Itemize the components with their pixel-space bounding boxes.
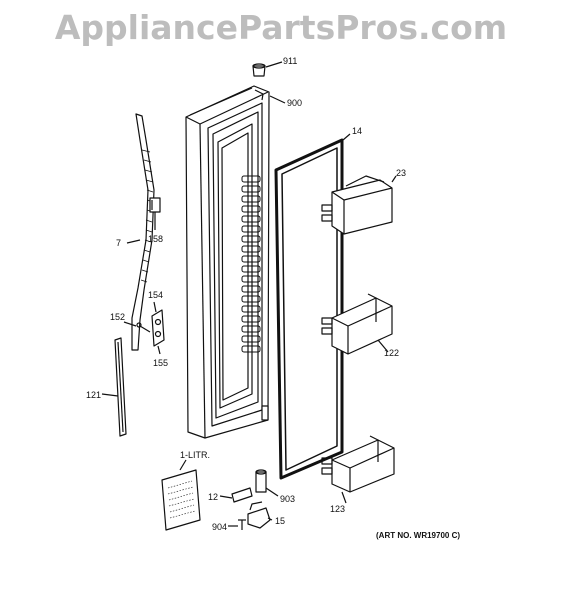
- part-7-handle: [126, 113, 155, 351]
- label-904: 904: [212, 522, 227, 532]
- part-911-cap: [252, 61, 283, 77]
- label-155: 155: [153, 358, 168, 368]
- label-121: 121: [86, 390, 101, 400]
- part-1-litr-literature: [161, 459, 201, 531]
- label-152: 152: [110, 312, 125, 322]
- label-23: 23: [396, 168, 406, 178]
- label-122: 122: [384, 348, 399, 358]
- part-904-screw: [228, 519, 246, 530]
- part-900-door-shell: [185, 85, 286, 439]
- part-903-pin: [255, 469, 279, 497]
- part-158-clip: [149, 197, 161, 230]
- label-123: 123: [330, 504, 345, 514]
- part-23-door-bin-top: [321, 175, 397, 235]
- label-1-litr: 1-LITR.: [180, 450, 210, 460]
- label-14: 14: [352, 126, 362, 136]
- label-903: 903: [280, 494, 295, 504]
- label-15: 15: [275, 516, 285, 526]
- label-154: 154: [148, 290, 163, 300]
- part-121-trim-strip: [101, 337, 127, 437]
- label-158: 158: [148, 234, 163, 244]
- part-152-screw: [123, 321, 151, 333]
- part-12-latch: [219, 487, 253, 503]
- part-122-door-bin-middle: [321, 293, 393, 355]
- watermark-text: AppliancePartsPros.com: [54, 8, 508, 47]
- part-15-hinge: [247, 501, 273, 529]
- art-number: (ART NO. WR19700 C): [376, 531, 460, 540]
- part-123-door-bin-bottom: [321, 435, 395, 504]
- label-911: 911: [283, 56, 297, 66]
- label-12: 12: [208, 492, 218, 502]
- part-14-gasket: [274, 133, 351, 480]
- label-7: 7: [116, 238, 121, 248]
- part-labels: 911 900 14 23 7 158 154 152 155 122 121 …: [86, 56, 460, 540]
- label-900: 900: [287, 98, 302, 108]
- part-155-bracket: [151, 301, 165, 355]
